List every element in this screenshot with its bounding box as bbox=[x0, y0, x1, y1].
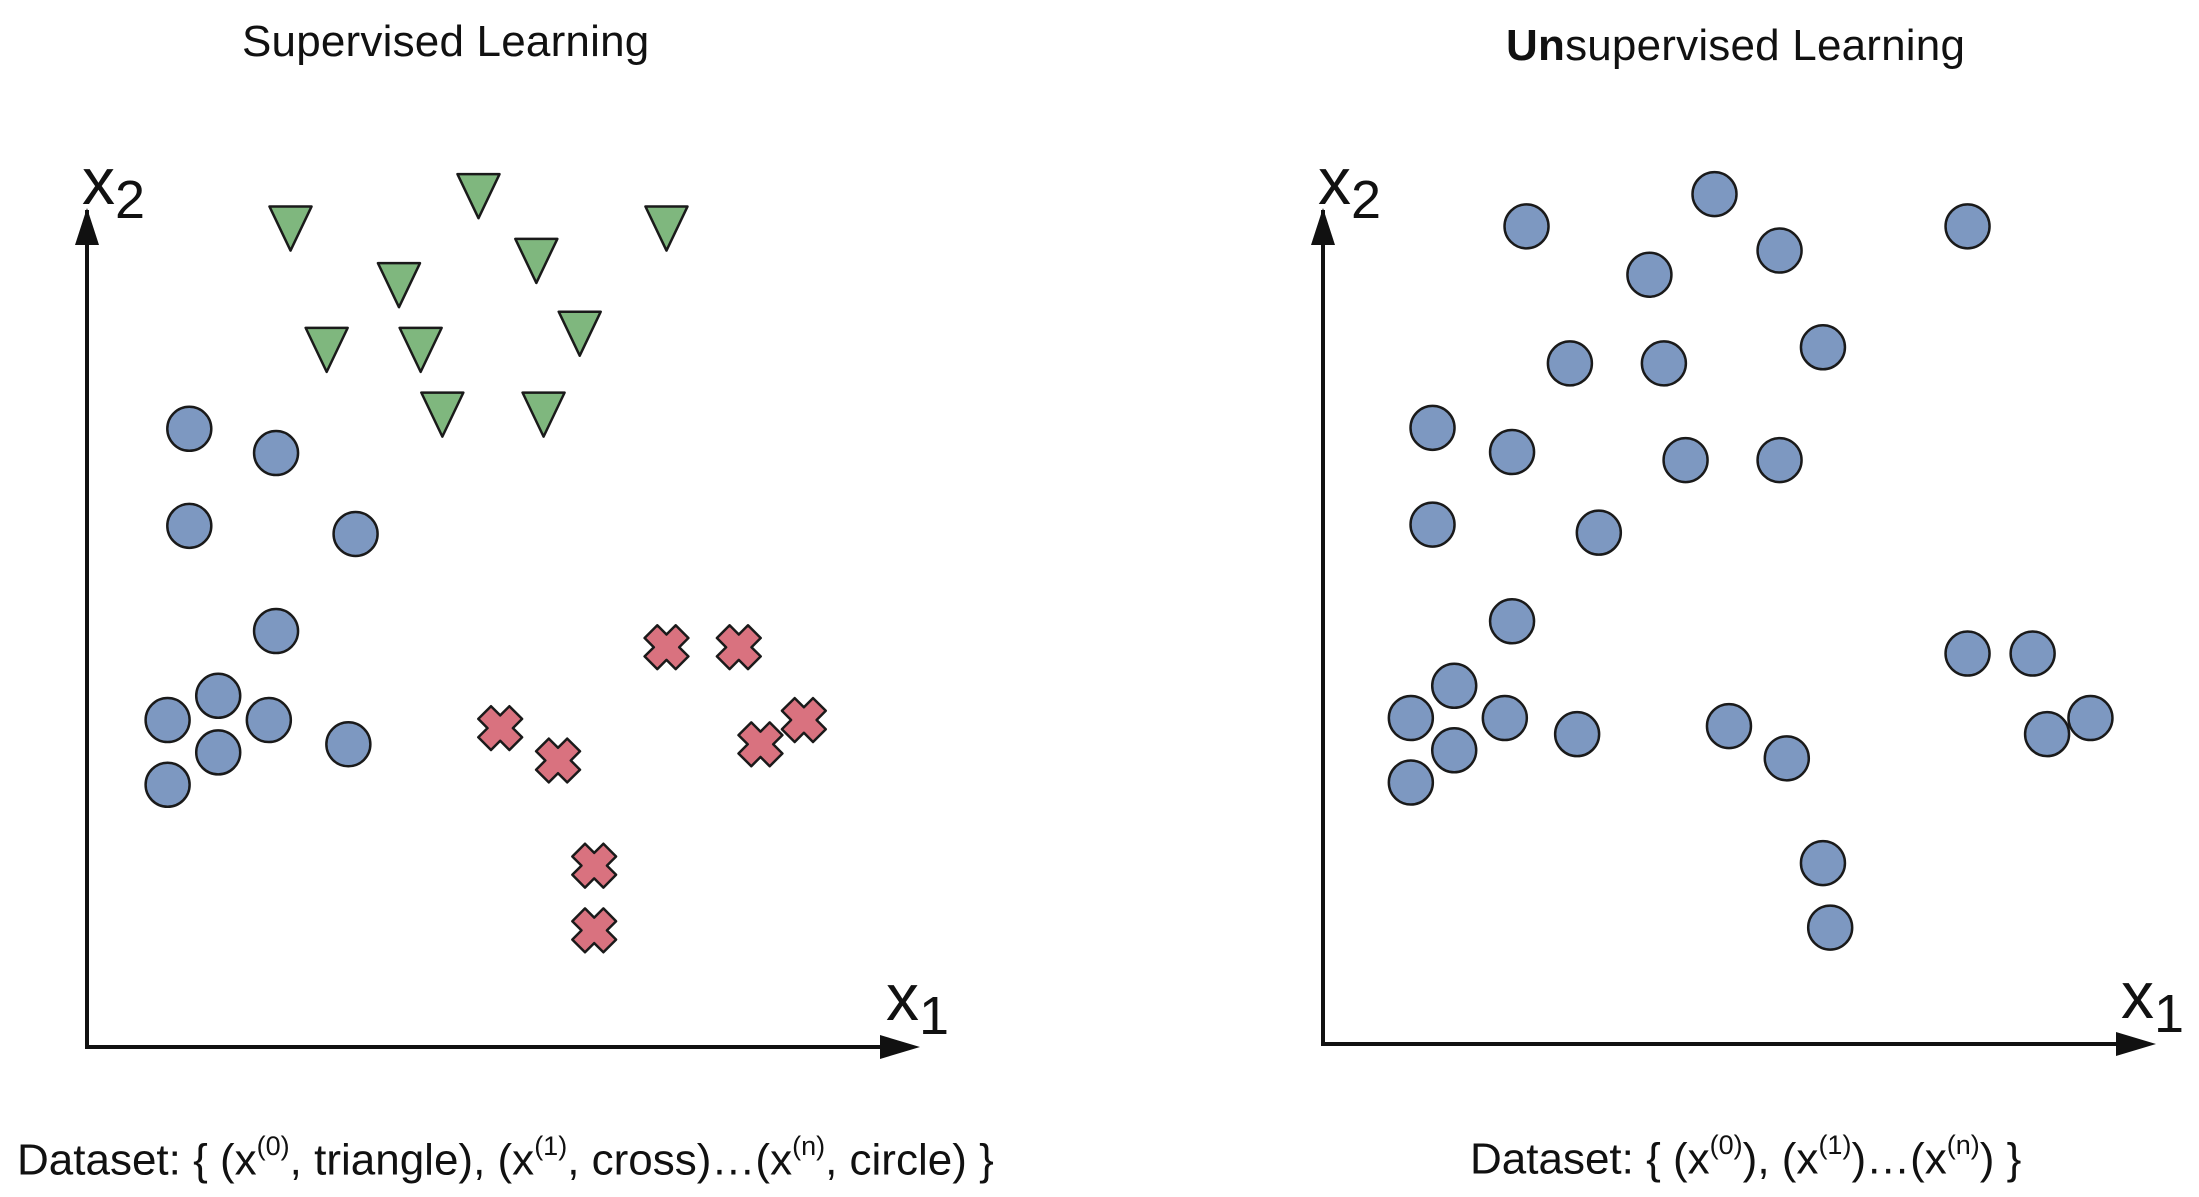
right-circle-point bbox=[1763, 735, 1811, 782]
right-circle-point bbox=[1503, 203, 1550, 250]
left-circle-point bbox=[245, 696, 293, 744]
right-circle-point bbox=[1640, 340, 1688, 387]
left-x-axis-label: x1 bbox=[886, 960, 950, 1046]
left-cross-point bbox=[477, 704, 524, 752]
left-y-axis-label: x2 bbox=[82, 144, 146, 230]
left-cross-point bbox=[643, 624, 690, 671]
right-circle-point bbox=[1799, 839, 1847, 887]
left-triangle-point bbox=[376, 261, 422, 309]
left-triangle-point bbox=[644, 205, 689, 252]
left-circle-point bbox=[144, 761, 191, 808]
right-y-axis-label: x2 bbox=[1318, 144, 1382, 230]
left-triangle-point bbox=[456, 172, 501, 220]
left-circle-point bbox=[194, 672, 242, 720]
right-circle-point bbox=[1705, 702, 1753, 750]
left-cross-point bbox=[780, 696, 828, 744]
left-cross-point bbox=[715, 624, 762, 671]
right-circle-point bbox=[1430, 662, 1478, 710]
left-axes bbox=[75, 208, 920, 1059]
right-circle-point bbox=[1662, 436, 1709, 484]
left-x-arrowhead bbox=[880, 1035, 920, 1059]
right-y-axis-subscript: 2 bbox=[1351, 170, 1382, 230]
left-triangle-point bbox=[514, 237, 559, 285]
right-y-arrowhead bbox=[1311, 208, 1335, 245]
right-circle-point bbox=[1691, 170, 1738, 218]
right-scatter-marks bbox=[1387, 170, 2114, 951]
left-scatter-marks bbox=[144, 172, 828, 954]
right-circle-point bbox=[1409, 404, 1456, 452]
left-y-arrowhead bbox=[75, 208, 99, 245]
left-triangle-point bbox=[304, 326, 349, 374]
left-triangle-point bbox=[398, 326, 443, 374]
left-triangle-point bbox=[420, 391, 465, 438]
left-circle-point bbox=[325, 721, 372, 768]
left-dataset-caption: Dataset: { (x(0), triangle), (x(1), cros… bbox=[17, 1131, 994, 1185]
left-cross-point bbox=[571, 842, 618, 889]
right-dataset-caption: Dataset: { (x(0)), (x(1))…(x(n)) } bbox=[1470, 1130, 2022, 1184]
right-circle-point bbox=[1387, 759, 1435, 806]
left-circle-point bbox=[144, 696, 191, 744]
left-cross-point bbox=[737, 721, 784, 768]
left-cross-point bbox=[571, 907, 618, 954]
right-circle-point bbox=[1553, 710, 1601, 758]
left-circle-point bbox=[252, 607, 300, 655]
right-circle-point bbox=[1575, 509, 1623, 556]
left-circle-point bbox=[166, 405, 213, 453]
left-panel-title: Supervised Learning bbox=[242, 17, 650, 66]
right-circle-point bbox=[1756, 436, 1803, 484]
right-circle-point bbox=[1430, 727, 1478, 774]
right-circle-point bbox=[1799, 324, 1847, 371]
right-circle-point bbox=[1409, 501, 1456, 548]
right-circle-point bbox=[2067, 694, 2114, 742]
left-triangle-point bbox=[557, 310, 602, 357]
right-circle-point bbox=[2009, 630, 2056, 677]
left-y-axis-subscript: 2 bbox=[115, 170, 146, 230]
right-x-axis-subscript: 1 bbox=[2154, 984, 2185, 1044]
right-panel-title: Unsupervised Learning bbox=[1506, 21, 1965, 71]
right-circle-point bbox=[1546, 340, 1594, 387]
right-x-axis-label: x1 bbox=[2121, 958, 2185, 1044]
right-circle-point bbox=[1626, 251, 1673, 298]
left-triangle-point bbox=[268, 205, 313, 252]
right-circle-point bbox=[1488, 598, 1536, 645]
right-circle-point bbox=[1944, 203, 1991, 250]
right-axes bbox=[1311, 208, 2156, 1056]
left-circle-point bbox=[194, 729, 242, 776]
right-panel-title-rest: supervised Learning bbox=[1565, 21, 1966, 70]
left-triangle-point bbox=[521, 391, 566, 438]
right-circle-point bbox=[2023, 710, 2071, 758]
right-circle-point bbox=[1387, 694, 1435, 742]
right-circle-point bbox=[1488, 428, 1536, 476]
left-circle-point bbox=[332, 510, 379, 558]
right-circle-point bbox=[1756, 227, 1803, 274]
left-circle-point bbox=[252, 429, 300, 477]
left-circle-point bbox=[166, 502, 213, 550]
right-circle-point bbox=[1806, 904, 1854, 951]
right-panel-title-bold: Un bbox=[1506, 21, 1566, 70]
right-circle-point bbox=[1481, 694, 1529, 742]
right-x-arrowhead bbox=[2116, 1032, 2156, 1056]
right-circle-point bbox=[1944, 630, 1991, 677]
left-x-axis-subscript: 1 bbox=[919, 986, 950, 1046]
left-cross-point bbox=[534, 737, 582, 784]
